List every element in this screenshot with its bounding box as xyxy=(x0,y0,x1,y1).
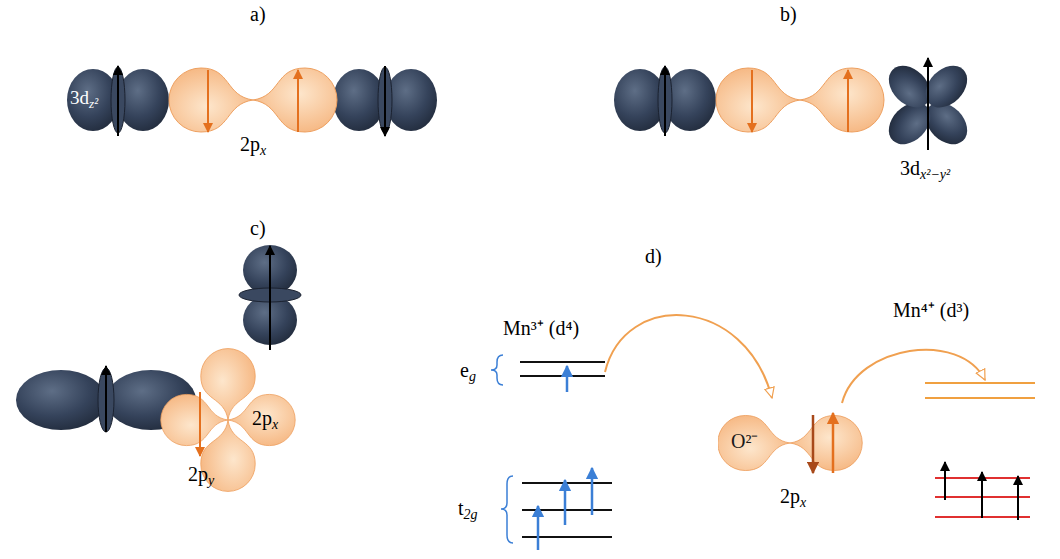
panel-b-orbitals xyxy=(751,70,753,132)
panel-d-energy-levels xyxy=(925,382,1035,384)
panel-a-orbitals xyxy=(385,69,437,131)
level-label: t2g xyxy=(458,498,478,522)
level-label: eg xyxy=(460,360,476,384)
text-base: t xyxy=(458,497,464,519)
panel-a-orbitals xyxy=(67,66,437,136)
panel-c-orbitals xyxy=(16,370,106,430)
panel-a-orbitals xyxy=(297,70,299,132)
panel-letter: c) xyxy=(250,218,266,238)
text-subscript: g xyxy=(469,369,476,384)
panel-d-energy-levels xyxy=(522,536,612,538)
spin-arrow xyxy=(812,415,815,473)
panel-a-orbitals xyxy=(384,66,386,136)
text-subscript: x xyxy=(272,417,278,432)
panel-a-orbitals xyxy=(117,66,119,136)
p-lobe xyxy=(790,415,862,470)
panel-d-energy-levels xyxy=(842,350,985,403)
ion-label: Mn³⁺ (d⁴) xyxy=(503,318,579,338)
panel-c-orbitals xyxy=(201,349,255,420)
text-subscript: x xyxy=(800,495,806,510)
panel-b-orbitals xyxy=(927,58,929,150)
ion-label: O²⁻ xyxy=(731,431,758,451)
text-subscript: x²−y² xyxy=(920,167,950,182)
orbital-label: 2px xyxy=(252,408,278,432)
panel-c-orbitals xyxy=(16,245,301,491)
orbital-label: 2px xyxy=(780,486,806,510)
panel-a-orbitals xyxy=(207,70,209,132)
panel-b-orbitals xyxy=(800,68,884,132)
panel-d-energy-levels xyxy=(491,355,503,385)
panel-d-energy-levels xyxy=(925,397,1035,399)
text-subscript: x xyxy=(260,143,266,158)
text-base: 3d xyxy=(900,157,920,179)
text-base: 2p xyxy=(252,407,272,429)
panel-c-orbitals xyxy=(269,246,271,350)
panel-a-orbitals xyxy=(253,68,337,132)
ion-label: Mn⁴⁺ (d³) xyxy=(893,300,969,320)
text-base: 2p xyxy=(780,485,800,507)
panel-b-orbitals xyxy=(917,58,975,116)
orbital-node: O²⁻ xyxy=(718,405,868,483)
panel-d-energy-levels xyxy=(520,375,605,377)
text-subscript: y xyxy=(208,473,214,488)
panel-b-orbitals xyxy=(716,68,800,132)
orbital-label: 2px xyxy=(240,134,266,158)
panel-letter: b) xyxy=(780,4,797,24)
orbital-label: 3dz² xyxy=(70,88,98,110)
panel-d-energy-levels xyxy=(605,315,772,398)
panel-d-energy-levels xyxy=(501,476,513,543)
panel-d-energy-levels xyxy=(591,468,594,515)
text-subscript: 2g xyxy=(464,507,478,522)
panel-b-orbitals xyxy=(847,70,849,132)
panel-letter: d) xyxy=(645,246,662,266)
p-lobe xyxy=(718,415,790,470)
panel-d-energy-levels xyxy=(566,366,569,392)
panel-d-energy-levels xyxy=(944,462,946,500)
text-base: e xyxy=(460,359,469,381)
panel-c-orbitals xyxy=(105,366,107,432)
panel-d-energy-levels xyxy=(537,506,540,550)
orbital-label: 3dx²−y² xyxy=(900,158,950,182)
spin-arrow xyxy=(832,413,835,473)
panel-d-energy-levels xyxy=(520,361,605,363)
panel-b-orbitals xyxy=(664,66,666,136)
panel-d-energy-levels xyxy=(491,315,1035,550)
text-base: 3d xyxy=(70,87,89,108)
panel-d-energy-levels xyxy=(981,472,983,518)
orbital-label: 2py xyxy=(188,464,214,488)
text-base: 2p xyxy=(240,133,260,155)
panel-b-orbitals xyxy=(614,58,975,153)
text-base: 2p xyxy=(188,463,208,485)
panel-d-energy-levels xyxy=(1017,476,1019,520)
panel-a-orbitals xyxy=(333,69,385,131)
panel-c-orbitals xyxy=(199,392,201,456)
panel-d-energy-levels xyxy=(564,480,567,525)
text-subscript: z² xyxy=(89,96,98,111)
panel-d-energy-levels xyxy=(522,509,612,511)
panel-a-orbitals xyxy=(169,68,253,132)
panel-b-orbitals xyxy=(881,58,976,153)
panel-d-energy-levels xyxy=(522,482,612,484)
panel-c-orbitals xyxy=(201,420,255,491)
panel-letter: a) xyxy=(250,4,266,24)
